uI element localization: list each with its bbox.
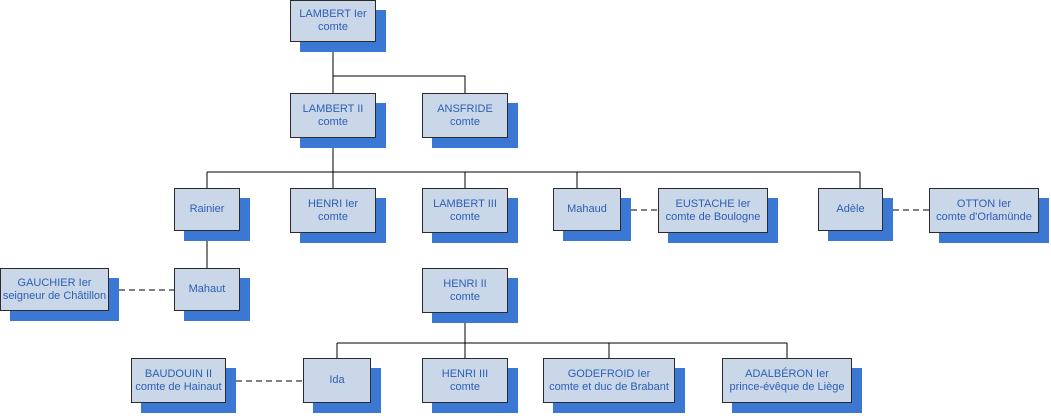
node-name: OTTON Ier — [956, 197, 1012, 210]
node-box: HENRI Ier comte — [290, 188, 376, 233]
node-henri-2[interactable]: HENRI II comte — [422, 268, 518, 323]
node-box: Rainier — [174, 188, 240, 231]
node-mahaut[interactable]: Mahaut — [174, 268, 250, 321]
link-henri2-children — [336, 313, 788, 358]
node-adalberon[interactable]: ADALBÉRON Ier prince-évêque de Liège — [722, 358, 862, 413]
node-title: comte — [450, 380, 480, 393]
link-lambert2-children — [206, 138, 861, 188]
node-ida[interactable]: Ida — [303, 358, 381, 413]
node-box: LAMBERT II comte — [290, 93, 376, 138]
node-box: GODEFROID Ier comte et duc de Brabant — [543, 358, 675, 403]
node-title: comte de Hainaut — [135, 380, 222, 393]
node-godefroid[interactable]: GODEFROID Ier comte et duc de Brabant — [543, 358, 685, 413]
node-baudouin[interactable]: BAUDOUIN II comte de Hainaut — [131, 358, 236, 413]
node-name: LAMBERT II — [302, 102, 364, 115]
node-title: comte et duc de Brabant — [549, 380, 669, 393]
node-name: HENRI II — [443, 277, 487, 290]
node-name: ANSFRIDE — [437, 102, 493, 115]
node-lambert-1[interactable]: LAMBERT Ier comte — [290, 0, 386, 52]
node-lambert-2[interactable]: LAMBERT II comte — [290, 93, 386, 148]
node-title: comte — [318, 210, 348, 223]
node-title: comte d'Orlamünde — [936, 210, 1032, 223]
node-name: LAMBERT Ier — [299, 8, 367, 20]
node-name: GODEFROID Ier — [567, 367, 651, 380]
node-name: Adèle — [836, 203, 865, 215]
node-title: comte — [318, 115, 348, 128]
node-otton[interactable]: OTTON Ier comte d'Orlamünde — [929, 188, 1049, 243]
node-title: comte — [450, 290, 480, 303]
node-box: ANSFRIDE comte — [422, 93, 508, 138]
node-eustache[interactable]: EUSTACHE Ier comte de Boulogne — [658, 188, 778, 243]
node-ansfride[interactable]: ANSFRIDE comte — [422, 93, 518, 148]
node-name: HENRI III — [441, 367, 489, 380]
node-henri-3[interactable]: HENRI III comte — [422, 358, 518, 413]
node-box: HENRI II comte — [422, 268, 508, 313]
node-name: BAUDOUIN II — [144, 367, 213, 380]
node-name: HENRI Ier — [307, 197, 359, 210]
node-name: Mahaut — [188, 283, 226, 295]
node-title: prince-évêque de Liège — [729, 380, 845, 393]
node-box: OTTON Ier comte d'Orlamünde — [929, 188, 1039, 233]
node-mahaud[interactable]: Mahaud — [553, 188, 631, 241]
node-box: LAMBERT Ier comte — [290, 0, 376, 42]
node-name: Ida — [329, 374, 345, 386]
node-box: LAMBERT III comte — [422, 188, 508, 233]
node-title: comte — [450, 210, 480, 223]
node-name: ADALBÉRON Ier — [745, 367, 829, 380]
node-box: Mahaud — [553, 188, 621, 231]
node-rainier[interactable]: Rainier — [174, 188, 250, 241]
node-title: comte — [450, 115, 480, 128]
node-gauchier[interactable]: GAUCHIER Ier seigneur de Châtillon — [0, 268, 119, 321]
node-name: Mahaud — [567, 203, 607, 215]
node-name: Rainier — [189, 203, 225, 215]
node-adele[interactable]: Adèle — [818, 188, 893, 241]
node-name: EUSTACHE Ier — [675, 197, 751, 210]
node-box: Ida — [303, 358, 371, 403]
node-name: GAUCHIER Ier — [17, 276, 92, 289]
node-title: seigneur de Châtillon — [2, 289, 107, 302]
node-box: ADALBÉRON Ier prince-évêque de Liège — [722, 358, 852, 403]
node-box: HENRI III comte — [422, 358, 508, 403]
node-box: Adèle — [818, 188, 883, 231]
node-lambert-3[interactable]: LAMBERT III comte — [422, 188, 518, 243]
node-title: comte de Boulogne — [665, 210, 761, 223]
node-name: LAMBERT III — [433, 197, 497, 210]
node-henri-1[interactable]: HENRI Ier comte — [290, 188, 386, 243]
node-box: EUSTACHE Ier comte de Boulogne — [658, 188, 768, 233]
node-box: GAUCHIER Ier seigneur de Châtillon — [0, 268, 109, 311]
node-box: Mahaut — [174, 268, 240, 311]
node-title: comte — [318, 21, 348, 33]
node-box: BAUDOUIN II comte de Hainaut — [131, 358, 226, 403]
